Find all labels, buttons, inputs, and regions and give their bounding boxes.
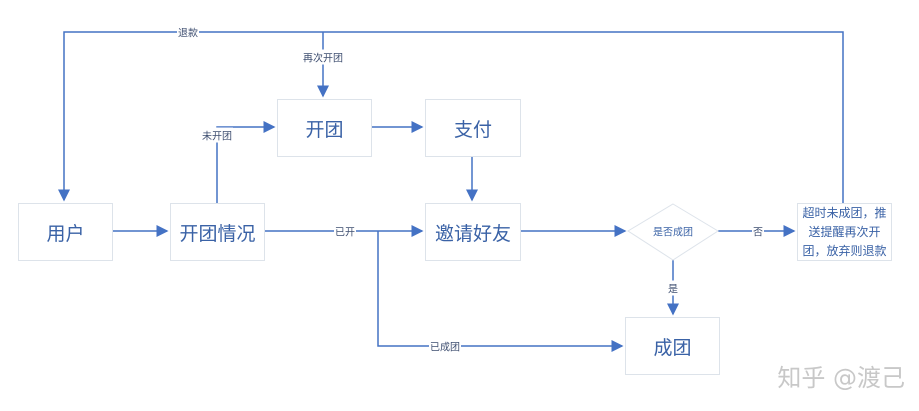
decision-diamond <box>627 203 719 261</box>
edge-not-opened <box>216 121 276 203</box>
label-refund: 退款 <box>177 24 199 40</box>
node-status: 开团情况 <box>170 203 265 261</box>
edge-refund <box>58 31 844 203</box>
node-decision: 是否成团 <box>653 227 693 239</box>
label-opened: 已开 <box>334 223 356 239</box>
node-open: 开团 <box>277 99 372 157</box>
label-reopen: 再次开团 <box>302 49 344 65</box>
edge-already-success <box>377 231 624 352</box>
label-not-opened: 未开团 <box>201 127 233 143</box>
node-invite: 邀请好友 <box>425 203 521 261</box>
watermark: 知乎 @渡己 <box>777 364 905 392</box>
label-no: 否 <box>752 223 764 239</box>
node-pay: 支付 <box>425 99 521 157</box>
label-already-success: 已成团 <box>429 338 461 354</box>
node-user: 用户 <box>18 203 113 261</box>
label-yes: 是 <box>667 280 679 296</box>
node-success: 成团 <box>625 317 720 375</box>
node-timeout: 超时未成团，推送提醒再次开团，放弃则退款 <box>797 203 892 261</box>
